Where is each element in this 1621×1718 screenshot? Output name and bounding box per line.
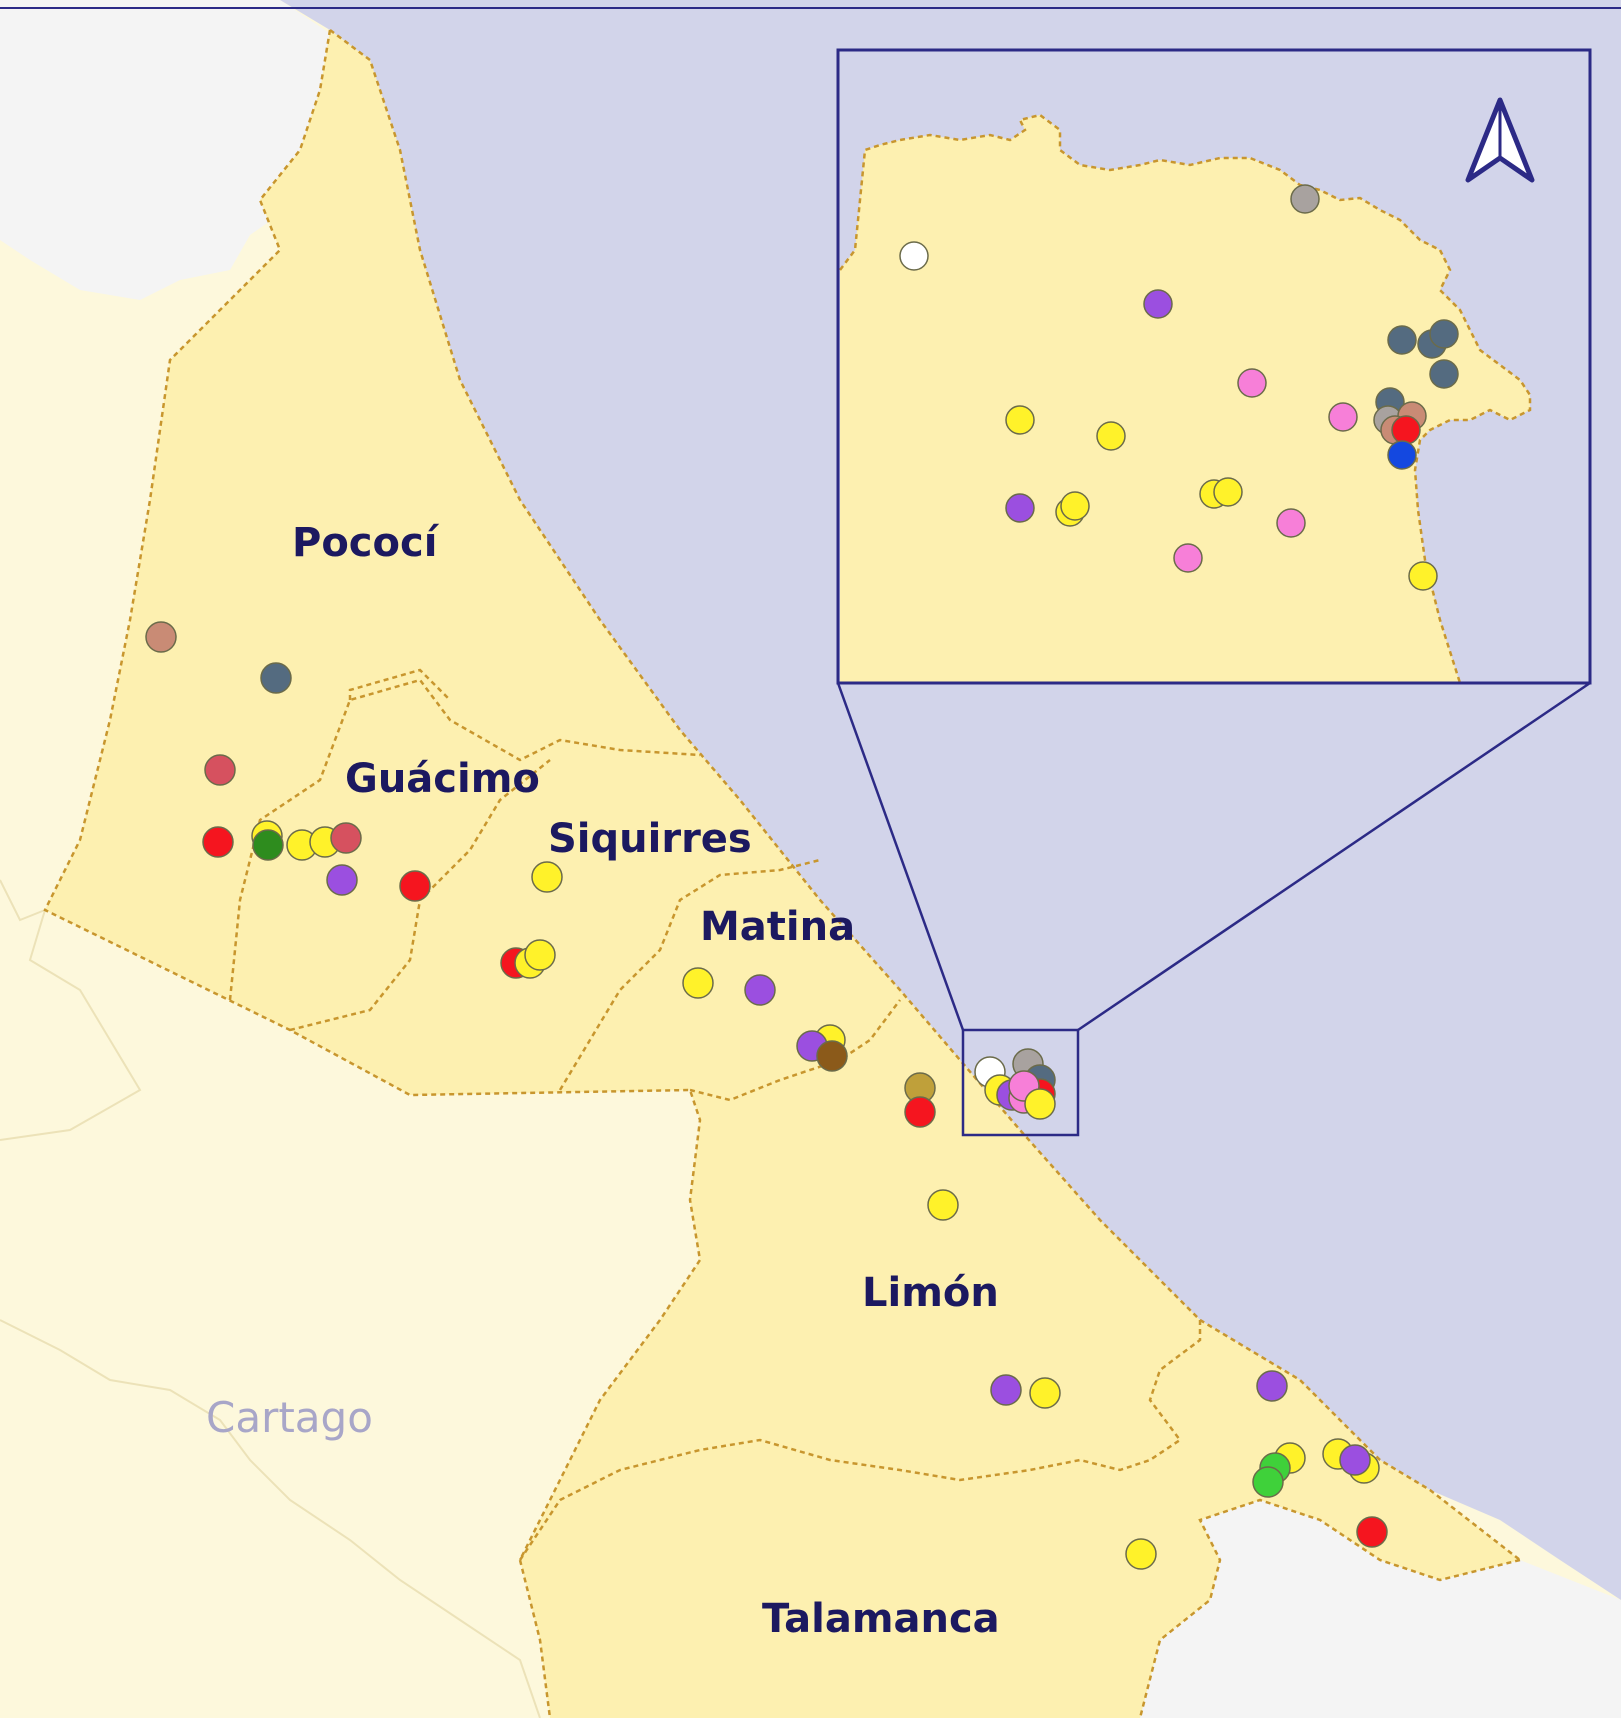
inset-map [836, 48, 1592, 685]
map-marker-rose [204, 754, 236, 786]
map-marker-pink [1276, 508, 1306, 538]
map-marker-red [1356, 1516, 1388, 1548]
map-marker-green [252, 829, 284, 861]
map-marker-red [904, 1096, 936, 1128]
map-marker-yellow [1125, 1538, 1157, 1570]
map-marker-pink [1328, 402, 1358, 432]
map-marker-red [1391, 415, 1421, 445]
inset-connector-left [836, 682, 965, 1031]
map-marker-yellow [1096, 421, 1126, 451]
map-marker-slate [1429, 359, 1459, 389]
inset-frame [836, 48, 1592, 685]
map-marker-purple [1339, 1444, 1371, 1476]
neighbor-land-south [1140, 1500, 1621, 1718]
map-marker-purple [1143, 289, 1173, 319]
map-marker-pink [1173, 543, 1203, 573]
label-matina: Matina [700, 904, 855, 950]
map-marker-yellow [531, 861, 563, 893]
label-limon: Limón [862, 1270, 999, 1316]
map-marker-yellow [524, 939, 556, 971]
province-limon [45, 30, 1520, 1718]
map-marker-purple [744, 974, 776, 1006]
map-marker-purple [1005, 493, 1035, 523]
map-marker-purple [990, 1374, 1022, 1406]
label-cartago: Cartago [206, 1393, 373, 1442]
markers-inset [899, 184, 1459, 591]
map-marker-slate [1387, 325, 1417, 355]
map-marker-blue [1387, 440, 1417, 470]
map-marker-purple [1256, 1370, 1288, 1402]
map-marker-yellow [1060, 491, 1090, 521]
map-marker-white [899, 241, 929, 271]
label-talamanca: Talamanca [762, 1596, 1000, 1642]
inset-connector-right [1077, 681, 1591, 1032]
north-arrow-icon [1465, 97, 1535, 183]
map-marker-gray [1290, 184, 1320, 214]
label-siquirres: Siquirres [548, 816, 752, 862]
markers-main [145, 621, 1388, 1570]
label-pococi: Pococí [292, 520, 440, 566]
map-marker-rose [330, 822, 362, 854]
map-marker-yellow [1408, 561, 1438, 591]
map-marker-pink [1237, 368, 1267, 398]
inset-focus-box [961, 1028, 1080, 1137]
inset-land [840, 115, 1530, 683]
map-marker-yellow [682, 967, 714, 999]
map-marker-bright-green [1252, 1466, 1284, 1498]
map-marker-slate [260, 662, 292, 694]
map-marker-red [202, 826, 234, 858]
label-guacimo: Guácimo [345, 756, 540, 802]
map-marker-yellow [1213, 477, 1243, 507]
map-marker-tan [145, 621, 177, 653]
neighbor-land-north [0, 0, 350, 300]
map-marker-slate [1429, 319, 1459, 349]
map-marker-yellow [927, 1189, 959, 1221]
map-marker-yellow [1005, 405, 1035, 435]
map-marker-purple [326, 864, 358, 896]
map-marker-yellow [1024, 1088, 1056, 1120]
map-marker-red [399, 870, 431, 902]
map-marker-brown [816, 1040, 848, 1072]
map-marker-yellow [1029, 1377, 1061, 1409]
